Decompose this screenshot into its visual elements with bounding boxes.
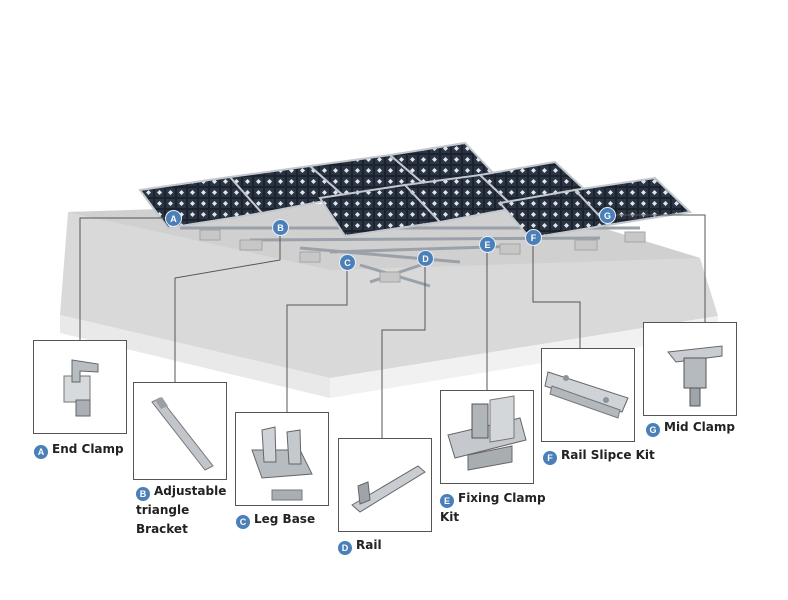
marker-a: A	[165, 210, 182, 227]
badge-a: A	[34, 445, 48, 459]
badge-g: G	[646, 423, 660, 437]
marker-d: D	[417, 250, 434, 267]
leg-bases	[199, 229, 646, 283]
solar-panel-array	[138, 141, 693, 240]
callout-box-end-clamp	[33, 340, 127, 434]
callout-box-mid-clamp	[643, 322, 737, 416]
marker-f: F	[525, 229, 542, 246]
leader-lines	[79, 214, 706, 438]
badge-b: B	[136, 487, 150, 501]
callout-box-rail	[338, 438, 432, 532]
badge-f: F	[543, 451, 557, 465]
marker-b: B	[272, 219, 289, 236]
badge-d: D	[338, 541, 352, 555]
callout-box-fixing-clamp-kit	[440, 390, 534, 484]
badge-e: E	[440, 494, 454, 508]
callout-box-leg-base	[235, 412, 329, 506]
marker-g: G	[599, 207, 616, 224]
callout-box-rail-splice-kit	[541, 348, 635, 442]
callout-box-triangle-bracket	[133, 382, 227, 480]
marker-e: E	[479, 236, 496, 253]
marker-c: C	[339, 254, 356, 271]
badge-c: C	[236, 515, 250, 529]
